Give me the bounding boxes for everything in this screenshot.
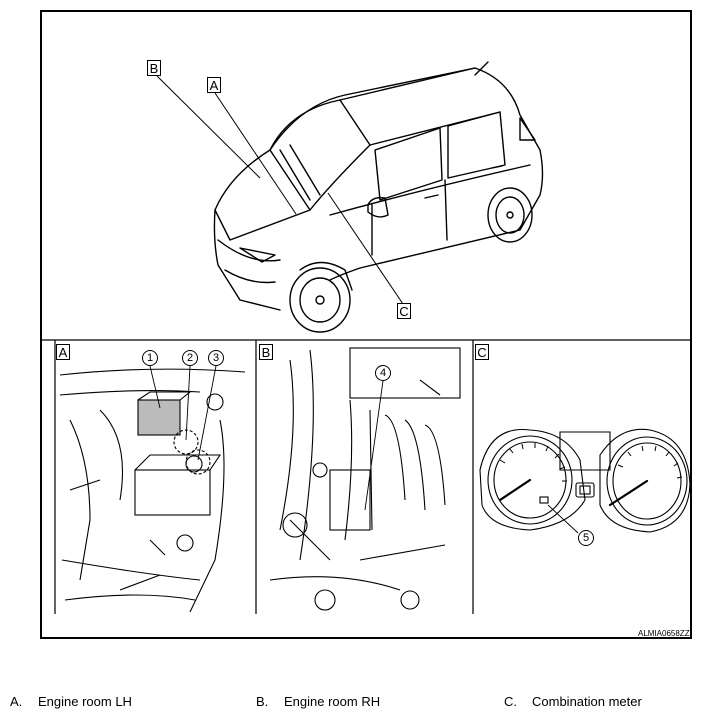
legend-letter: C. — [504, 694, 517, 709]
panel-c-label: C — [475, 344, 489, 360]
legend-item-c: C. Combination meter — [504, 694, 642, 709]
legend-item-b: B. Engine room RH — [256, 694, 380, 709]
callout-3: 3 — [208, 350, 224, 366]
callout-b: B — [147, 60, 161, 76]
callout-2: 2 — [182, 350, 198, 366]
legend-item-a: A. Engine room LH — [10, 694, 132, 709]
combination-meter-illustration — [479, 428, 691, 533]
panel-a-label: A — [56, 344, 70, 360]
callout-a: A — [207, 77, 221, 93]
callout-5: 5 — [578, 530, 594, 546]
panel-b-label: B — [259, 344, 273, 360]
speedometer-ticks — [499, 443, 683, 482]
callout-1: 1 — [142, 350, 158, 366]
legend-label: Engine room RH — [284, 694, 381, 709]
callout-c: C — [397, 303, 411, 319]
engine-room-rh-illustration — [269, 347, 461, 611]
engine-room-lh-illustration — [59, 368, 246, 613]
legend-label: Engine room LH — [38, 694, 132, 709]
callout-4: 4 — [375, 365, 391, 381]
legend-letter: B. — [256, 694, 269, 709]
legend-letter: A. — [10, 694, 23, 709]
legend-label: Combination meter — [532, 694, 642, 709]
car-illustration — [213, 61, 544, 333]
reference-code: ALMIA0658ZZ — [638, 629, 690, 638]
